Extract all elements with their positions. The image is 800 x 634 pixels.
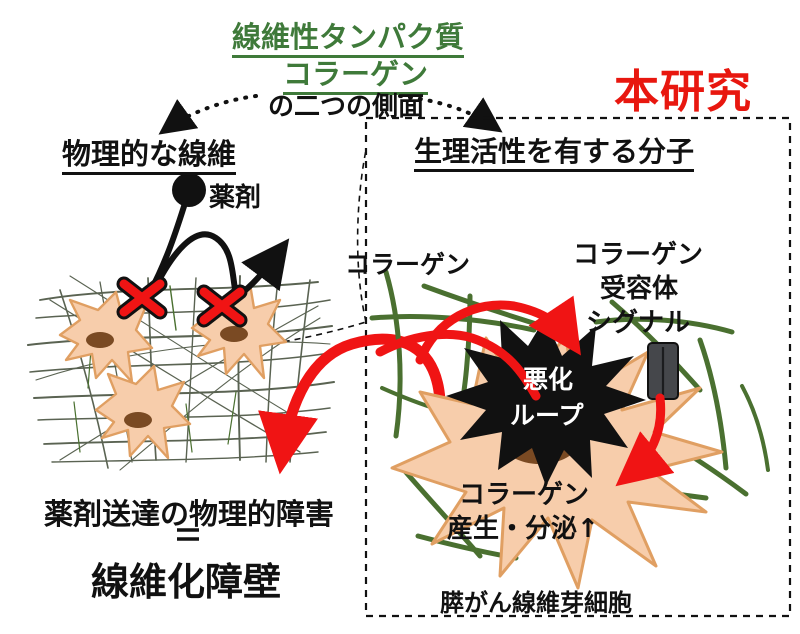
collagen-production-line2: 産生・分泌↑ — [447, 514, 599, 544]
receptor-signal-line1: コラーゲン — [573, 240, 704, 270]
fibrosis-barrier-conclusion-line1: 薬剤送達の物理的障害 — [44, 497, 335, 531]
receptor-signal-line2: 受容体 — [600, 274, 679, 304]
figure-title-line3: の二つの側面 — [268, 92, 425, 122]
fibrosis-barrier-conclusion-line2: 線維化障壁 — [91, 560, 282, 604]
receptor-signal-line3: シグナル — [586, 308, 691, 338]
nucleus — [220, 326, 248, 342]
fibrosis-outcome-arrow — [258, 333, 446, 475]
signal-loop-arrows — [375, 295, 675, 487]
right-panel-heading: 生理活性を有する分子 — [414, 130, 695, 172]
worsening-loop-line1: 悪化 — [523, 365, 574, 394]
drug-trajectory — [147, 197, 290, 299]
nucleus — [124, 412, 152, 428]
drug-label: 薬剤 — [209, 183, 262, 213]
drug-particle — [172, 173, 206, 207]
fibroblast-3 — [94, 364, 192, 460]
worsening-loop-burst — [446, 318, 646, 486]
figure-title-line2: コラーゲン — [283, 51, 429, 95]
x-mark-2 — [196, 284, 248, 328]
equals-sign-mark — [177, 528, 199, 541]
figure-title-line1: 線維性タンパク質 — [232, 14, 465, 58]
collagen-production-line1: コラーゲン — [459, 480, 590, 510]
collagen-label: コラーゲン — [345, 250, 471, 279]
x-mark-1 — [116, 276, 168, 320]
panel-link-dashed-2 — [356, 149, 367, 323]
worsening-loop-line2: ループ — [510, 401, 584, 430]
left-panel-heading: 物理的な線維 — [62, 131, 237, 175]
nucleus — [86, 332, 114, 348]
title-branch-arrow-right — [398, 94, 503, 133]
title-branch-arrow-left — [158, 94, 258, 135]
study-badge: 本研究 — [614, 65, 753, 118]
collagen-receptor-icon — [647, 342, 679, 400]
right-panel-frame — [364, 116, 792, 618]
cell-caption: 膵がん線維芽細胞 — [440, 589, 632, 617]
